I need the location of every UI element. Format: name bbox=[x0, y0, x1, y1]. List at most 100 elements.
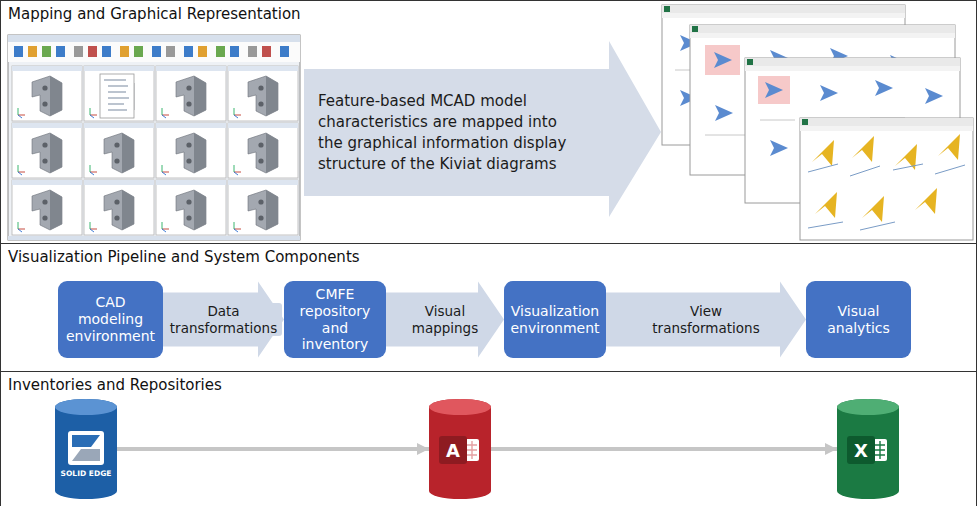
cylinder-body bbox=[55, 399, 117, 499]
spreadsheet-window bbox=[915, 188, 937, 214]
section-band: Inventories and RepositoriesSOLID EDGE A X bbox=[0, 371, 977, 506]
ribbon-icon bbox=[198, 46, 207, 57]
spreadsheet-window bbox=[800, 126, 973, 131]
ribbon-icon bbox=[56, 46, 65, 57]
edge-label: Data transformations bbox=[166, 303, 282, 335]
model-pane bbox=[228, 180, 298, 235]
spreadsheet-window bbox=[812, 140, 834, 166]
model-pane bbox=[12, 180, 82, 235]
model-pane bbox=[84, 123, 154, 178]
pipeline-arrow bbox=[163, 282, 284, 358]
box-label: CAD modeling environment bbox=[62, 294, 159, 344]
ribbon-icon bbox=[184, 46, 193, 57]
cylinder-shape bbox=[429, 399, 491, 499]
spreadsheet-window bbox=[765, 82, 783, 98]
section-heading: Mapping and Graphical Representation bbox=[8, 5, 301, 23]
spreadsheet-window bbox=[815, 192, 837, 218]
logo-text: X bbox=[847, 436, 875, 464]
model-pane bbox=[228, 66, 298, 121]
database-cylinder: A bbox=[429, 399, 491, 499]
app-logo bbox=[875, 441, 885, 459]
section-heading: Visualization Pipeline and System Compon… bbox=[8, 248, 360, 266]
box-label: CMFE repository and inventory bbox=[288, 286, 382, 353]
spreadsheet-window bbox=[852, 136, 874, 162]
process-box: Visual analytics bbox=[806, 281, 911, 358]
cylinder-body bbox=[429, 399, 491, 499]
cad-screenshot bbox=[8, 35, 300, 240]
spreadsheet-window bbox=[705, 45, 740, 75]
spreadsheet-window bbox=[690, 25, 955, 33]
spreadsheet-window bbox=[800, 118, 973, 240]
cad-screenshot bbox=[8, 42, 300, 62]
cylinder-body bbox=[837, 399, 899, 499]
spreadsheet-window bbox=[802, 119, 808, 125]
spreadsheet-window bbox=[664, 6, 670, 12]
kiviat-spreadsheets bbox=[662, 5, 973, 240]
spreadsheet-window bbox=[808, 164, 965, 230]
spreadsheet-window bbox=[747, 59, 753, 65]
arrow-shape bbox=[304, 41, 661, 217]
box-label: Visual analytics bbox=[810, 303, 907, 337]
ribbon-icon bbox=[166, 46, 175, 57]
model-pane bbox=[12, 66, 298, 235]
feature-tree bbox=[100, 74, 134, 118]
feature-tree bbox=[104, 80, 129, 110]
database-cylinder: X bbox=[837, 399, 899, 499]
ribbon-icon bbox=[152, 46, 161, 57]
ribbon-icon bbox=[28, 46, 37, 57]
process-box: Visualization environment bbox=[504, 281, 606, 358]
box-label: Visualization environment bbox=[508, 303, 602, 337]
ribbon-icon bbox=[230, 46, 239, 57]
solid-edge-logo bbox=[72, 449, 100, 461]
pipeline-arrow bbox=[606, 282, 806, 358]
cylinder-top bbox=[837, 399, 899, 415]
ribbon-icon bbox=[248, 46, 257, 57]
ribbon-icon bbox=[14, 46, 289, 57]
ribbon-icon bbox=[102, 46, 111, 57]
spreadsheet-window bbox=[875, 80, 893, 96]
feature-tree bbox=[100, 74, 134, 118]
spreadsheet-window bbox=[662, 13, 905, 18]
solid-edge-logo bbox=[68, 431, 104, 465]
spreadsheet-window bbox=[800, 118, 973, 126]
model-pane bbox=[84, 180, 154, 235]
model-pane bbox=[84, 66, 154, 121]
app-logo bbox=[847, 436, 875, 464]
database-cylinder: SOLID EDGE bbox=[55, 399, 117, 499]
ribbon-icon bbox=[262, 46, 271, 57]
cad-screenshot bbox=[8, 236, 300, 240]
spreadsheet-window bbox=[690, 33, 955, 38]
section-band: Mapping and Graphical RepresentationFeat… bbox=[0, 0, 977, 243]
spreadsheet-window bbox=[938, 134, 960, 160]
spreadsheet-window bbox=[715, 105, 733, 121]
spreadsheet-window bbox=[714, 52, 732, 68]
spreadsheet-window bbox=[692, 26, 698, 32]
ribbon-icon bbox=[280, 46, 289, 57]
edge-label: View transformations bbox=[648, 303, 764, 335]
solid-edge-logo bbox=[72, 435, 100, 447]
spreadsheet-window bbox=[925, 88, 943, 104]
ribbon-icon bbox=[14, 46, 23, 57]
ribbon-icon bbox=[216, 46, 225, 57]
ribbon-icon bbox=[74, 46, 83, 57]
cylinder-top bbox=[55, 399, 117, 415]
spreadsheet-window bbox=[800, 118, 973, 240]
model-pane bbox=[156, 123, 226, 178]
app-logo bbox=[439, 436, 467, 464]
app-logo bbox=[467, 441, 477, 459]
process-box: CMFE repository and inventory bbox=[284, 281, 386, 358]
ribbon-icon bbox=[42, 46, 51, 57]
model-pane bbox=[228, 123, 298, 178]
spreadsheet-window bbox=[745, 58, 960, 66]
arrow-text: Feature-based MCAD model characteristics… bbox=[318, 91, 576, 175]
section-heading: Inventories and Repositories bbox=[8, 376, 222, 394]
edge-label: Visual mappings bbox=[400, 303, 490, 335]
ribbon-icon bbox=[134, 46, 143, 57]
pipeline-arrow bbox=[386, 282, 504, 358]
logo-text: SOLID EDGE bbox=[55, 469, 117, 478]
model-pane bbox=[12, 66, 82, 121]
cad-screenshot bbox=[8, 35, 300, 42]
cylinder-top bbox=[429, 399, 491, 415]
